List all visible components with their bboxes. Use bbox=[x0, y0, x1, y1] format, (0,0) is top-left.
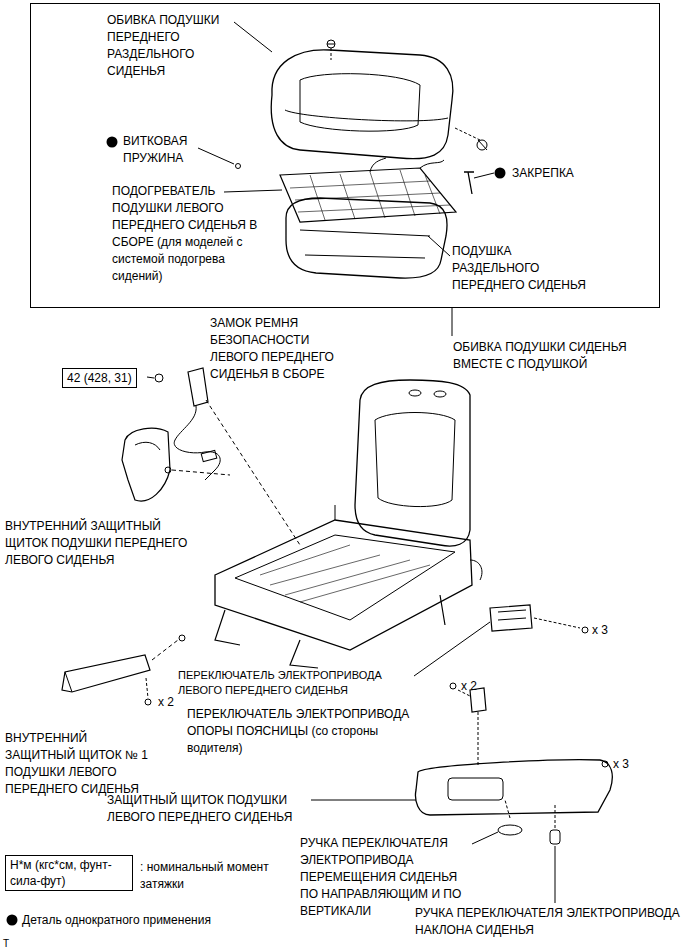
box-text: Н*м (кгс*см, фунт-сила-фут) bbox=[10, 857, 128, 889]
part-label: ЗАМОК РЕМНЯ БЕЗОПАСНОСТИ ЛЕВОГО ПЕРЕДНЕГ… bbox=[210, 315, 360, 383]
part-label: ЗАЩИТНЫЙ ЩИТОК ПОДУШКИ ЛЕВОГО ПЕРЕДНЕГО … bbox=[107, 792, 312, 826]
quantity-label: x 2 bbox=[461, 678, 501, 695]
group-caption: ОБИВКА ПОДУШКИ СИДЕНЬЯ ВМЕСТЕ С ПОДУШКОЙ bbox=[453, 339, 663, 373]
corner-mark: T bbox=[3, 936, 17, 951]
assembly-group-box: ОБИВКА ПОДУШКИ СИДЕНЬЯ ВМЕСТЕ С ПОДУШКОЙ bbox=[30, 3, 660, 308]
quantity-label: x 2 bbox=[158, 694, 198, 711]
quantity-label: x 3 bbox=[592, 622, 632, 639]
part-label: ПЕРЕКЛЮЧАТЕЛЬ ЭЛЕКТРОПРИВОДА ЛЕВОГО ПЕРЕ… bbox=[178, 668, 414, 698]
part-label: ВИТКОВАЯ ПРУЖИНА bbox=[123, 133, 203, 167]
part-label: ОБИВКА ПОДУШКИ ПЕРЕДНЕГО РАЗДЕЛЬНОГО СИД… bbox=[107, 12, 232, 80]
part-label: ПОДУШКА РАЗДЕЛЬНОГО ПЕРЕДНЕГО СИДЕНЬЯ bbox=[452, 243, 592, 294]
box-text: 42 (428, 31) bbox=[67, 370, 132, 386]
part-label: ВНУТРЕННИЙ ЗАЩИТНЫЙ ЩИТОК № 1 ПОДУШКИ ЛЕ… bbox=[5, 730, 155, 798]
quantity-label: x 3 bbox=[613, 756, 653, 773]
legend-torque-box: Н*м (кгс*см, фунт-сила-фут) bbox=[5, 855, 133, 891]
torque-box: 42 (428, 31) bbox=[62, 368, 137, 388]
legend-text: : номинальный момент затяжки bbox=[140, 859, 300, 893]
part-label: РУЧКА ПЕРЕКЛЮЧАТЕЛЯ ЭЛЕКТРОПРИВОДА НАКЛО… bbox=[415, 905, 680, 939]
legend-text: Деталь однократного применения bbox=[22, 912, 282, 929]
part-label: ПЕРЕКЛЮЧАТЕЛЬ ЭЛЕКТРОПРИВОДА ОПОРЫ ПОЯСН… bbox=[187, 706, 422, 757]
part-label: ПОДОГРЕВАТЕЛЬ ПОДУШКИ ЛЕВОГО ПЕРЕДНЕГО С… bbox=[112, 183, 262, 285]
part-label: ЗАКРЕПКА bbox=[512, 165, 602, 182]
part-label: ВНУТРЕННИЙ ЗАЩИТНЫЙ ЩИТОК ПОДУШКИ ПЕРЕДН… bbox=[5, 518, 205, 569]
